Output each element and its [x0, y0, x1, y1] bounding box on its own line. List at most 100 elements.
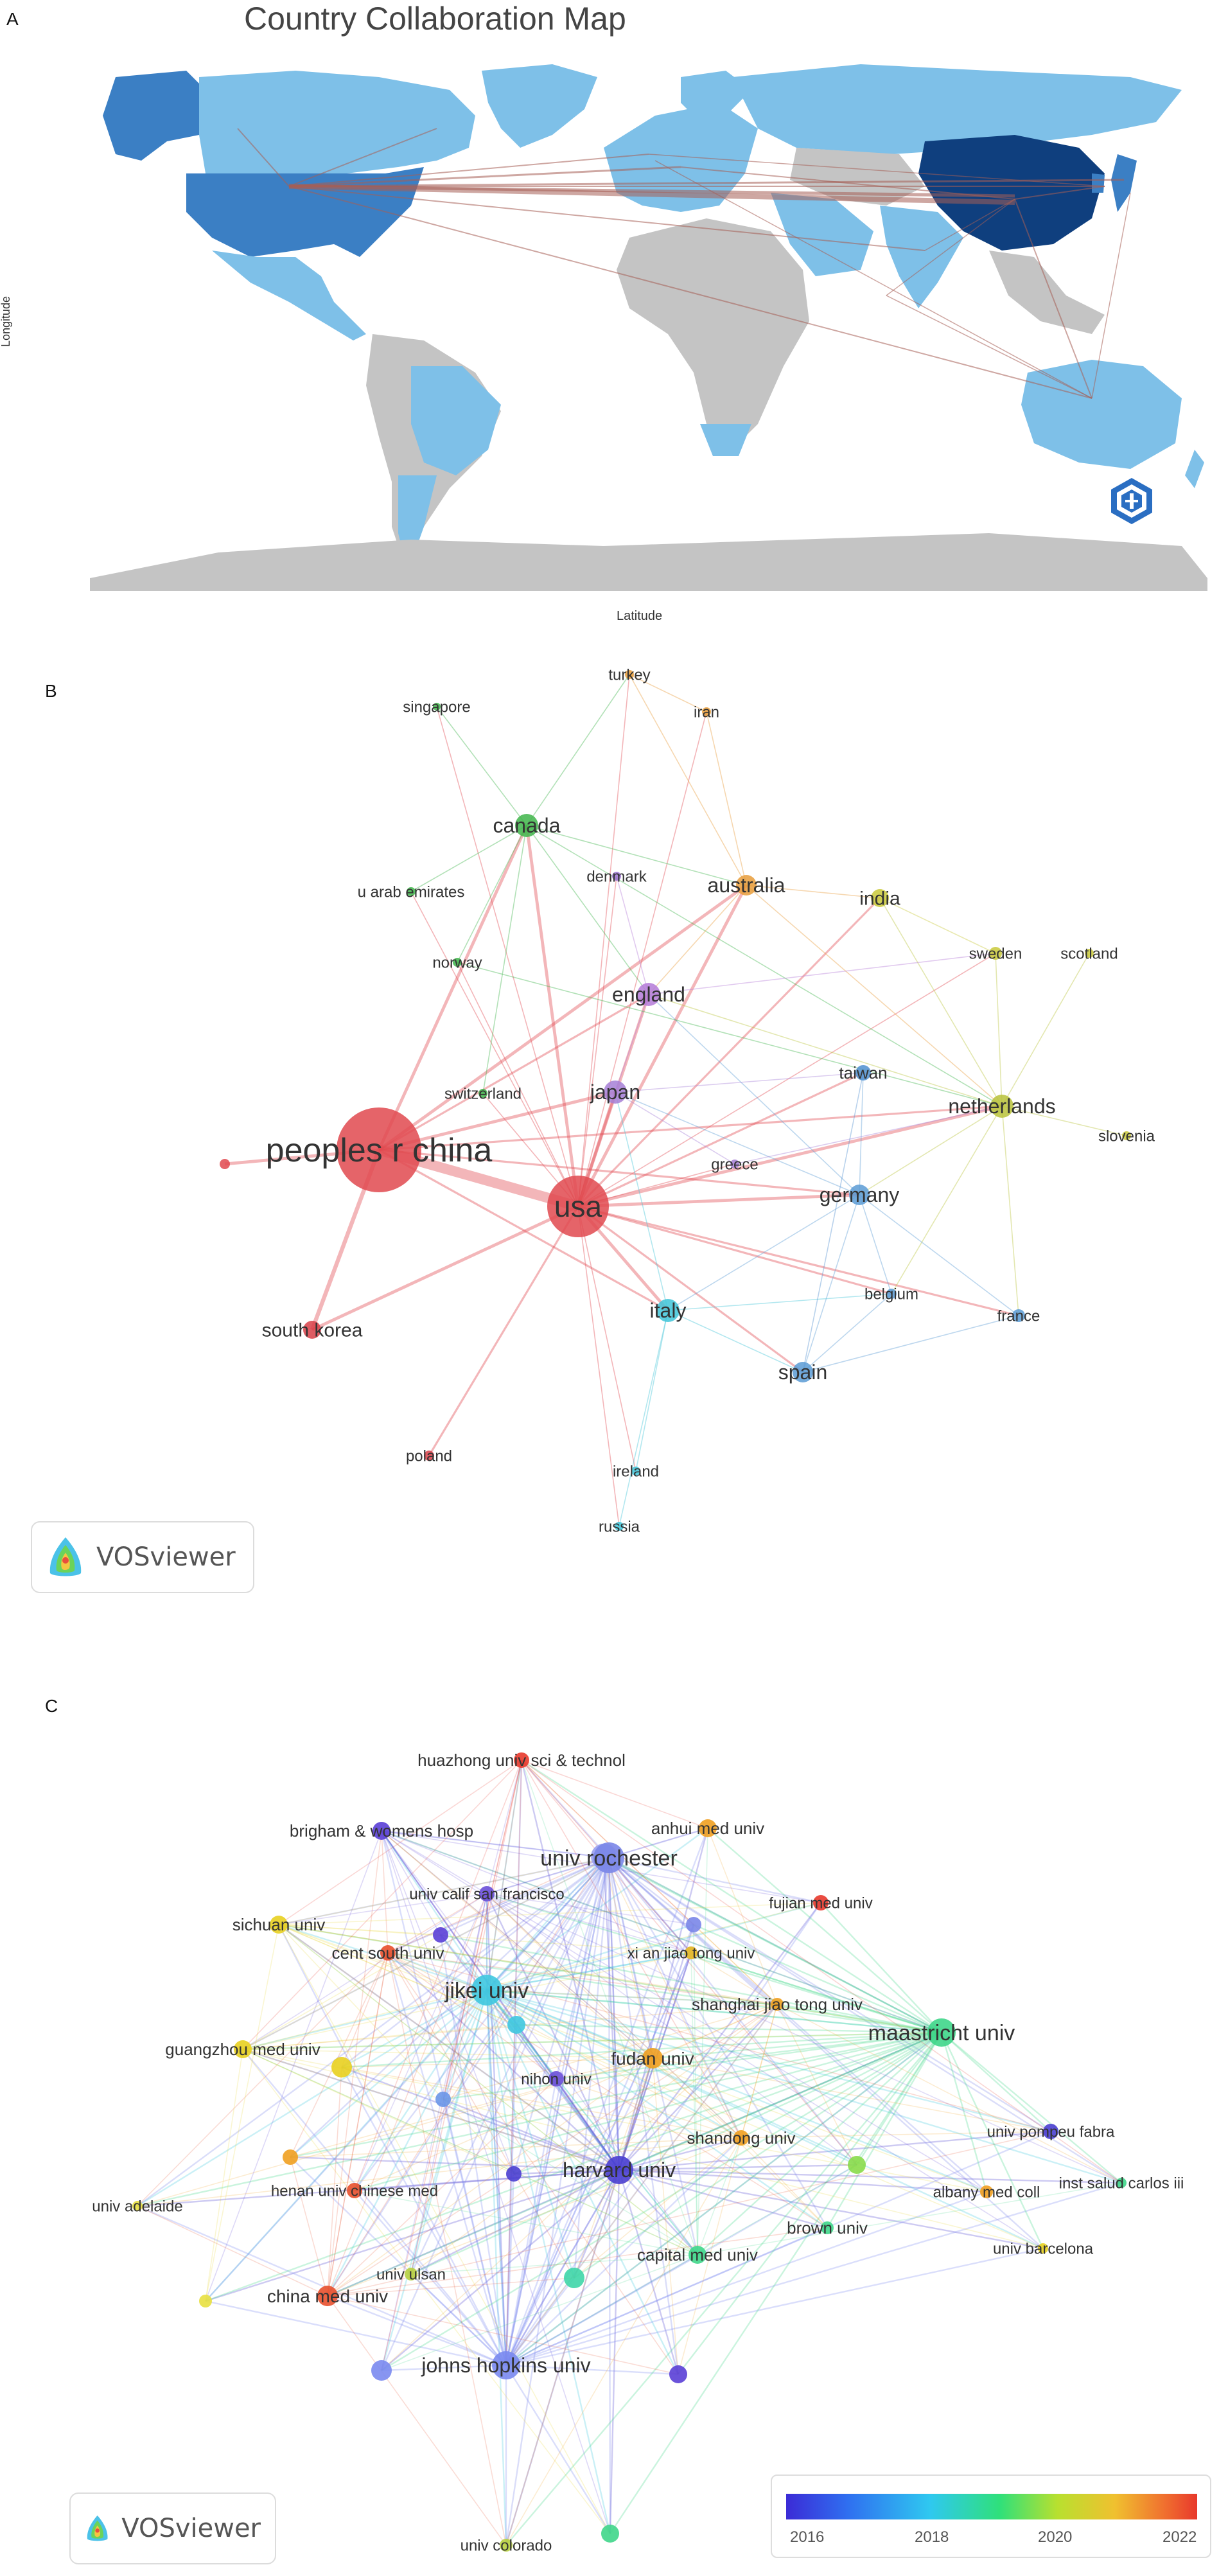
network-c-edge: [205, 1924, 279, 2302]
network-c-node-colorado[interactable]: [500, 2539, 513, 2552]
network-b-node-taiwan[interactable]: [855, 1065, 871, 1081]
network-c-node-unlabeled[interactable]: [283, 2149, 298, 2165]
network-c-edge: [486, 1857, 610, 1895]
network-c-node-chinamed[interactable]: [317, 2286, 338, 2306]
network-b-node-ireland[interactable]: [631, 1467, 640, 1476]
network-b-node-china[interactable]: [337, 1107, 421, 1192]
network-c-node-pompeu[interactable]: [1043, 2124, 1058, 2139]
network-c-node-unlabeled[interactable]: [564, 2268, 584, 2288]
network-c-node-anhui[interactable]: [699, 1819, 717, 1837]
network-c-edge: [609, 2032, 943, 2534]
network-c-node-fujian[interactable]: [813, 1895, 829, 1910]
network-c-edge: [693, 1923, 942, 2034]
network-b-label-iran: iran: [694, 703, 719, 721]
network-c-label-centsouth: cent south univ: [332, 1943, 444, 1963]
network-c-edge: [505, 2024, 518, 2366]
network-c-node-capital[interactable]: [689, 2246, 706, 2264]
network-c-node-johns[interactable]: [492, 2351, 520, 2379]
network-c-edge: [505, 2058, 654, 2366]
network-c-node-albany[interactable]: [980, 2185, 993, 2198]
network-c-edge: [505, 2227, 828, 2367]
network-b-node-south-korea[interactable]: [303, 1321, 321, 1339]
network-c-node-henan[interactable]: [347, 2183, 362, 2198]
network-c-node-brigham[interactable]: [373, 1822, 390, 1840]
network-c-node-unlabeled[interactable]: [199, 2295, 212, 2307]
network-b-edge: [667, 1310, 803, 1373]
network-b-node-unlabeled-b[interactable]: [220, 1159, 230, 1169]
network-c-node-barcelona[interactable]: [1038, 2243, 1048, 2254]
network-b-node-england[interactable]: [637, 983, 660, 1006]
network-c-edge: [486, 1989, 507, 2366]
network-c-node-unlabeled[interactable]: [686, 1917, 701, 1932]
network-b-node-italy[interactable]: [656, 1299, 680, 1322]
network-b-edge: [802, 1315, 1019, 1373]
network-c-node-unlabeled[interactable]: [433, 1927, 448, 1943]
network-c-node-centsouth[interactable]: [380, 1945, 396, 1961]
network-c-node-xian[interactable]: [685, 1946, 697, 1959]
network-c-node-unlabeled[interactable]: [331, 2057, 352, 2078]
network-b-node-belgium[interactable]: [886, 1289, 897, 1299]
network-b-node-spain[interactable]: [793, 1362, 813, 1382]
network-c-node-ulsan[interactable]: [405, 2268, 417, 2280]
network-c-node-unlabeled[interactable]: [506, 2166, 522, 2182]
network-c-edge: [278, 1902, 821, 1925]
network-b-node-uae[interactable]: [407, 887, 416, 896]
network-c-edge: [486, 1989, 778, 2005]
network-c-edge: [278, 1857, 610, 1925]
network-b-edge: [859, 1072, 864, 1195]
network-c-node-shandong[interactable]: [733, 2130, 749, 2146]
network-b-node-slovenia[interactable]: [1122, 1131, 1131, 1140]
network-b-node-scotland[interactable]: [1085, 949, 1094, 958]
network-c-node-unlabeled[interactable]: [507, 2016, 525, 2034]
network-b-label-germany: germany: [820, 1183, 900, 1206]
network-c-node-adelaide[interactable]: [132, 2201, 143, 2211]
network-c-label-shandong: shandong univ: [687, 2128, 795, 2148]
network-b-node-poland[interactable]: [424, 1451, 434, 1461]
network-b-node-netherlands[interactable]: [990, 1095, 1013, 1118]
network-c-node-unlabeled[interactable]: [435, 2092, 451, 2107]
network-b-node-canada[interactable]: [515, 814, 538, 837]
network-c-node-unlabeled[interactable]: [669, 2365, 687, 2383]
network-b-node-denmark[interactable]: [612, 872, 621, 881]
network-c-node-shanghai[interactable]: [771, 1998, 784, 2011]
network-b-node-norway[interactable]: [453, 958, 462, 967]
network-b-node-india[interactable]: [871, 889, 889, 907]
network-c-edge: [242, 2049, 698, 2255]
network-c-node-fudan[interactable]: [642, 2048, 663, 2069]
network-b-node-japan[interactable]: [604, 1081, 627, 1104]
network-c-node-carlos[interactable]: [1116, 2178, 1127, 2188]
network-c-node-unlabeled[interactable]: [601, 2525, 619, 2543]
network-b-node-russia[interactable]: [615, 1522, 624, 1531]
network-c-node-sichuan[interactable]: [270, 1916, 288, 1934]
network-c-node-unlabeled[interactable]: [848, 2156, 866, 2174]
network-b-node-iran[interactable]: [702, 707, 711, 716]
network-c-edge: [387, 1952, 942, 2034]
network-b-node-greece[interactable]: [730, 1160, 739, 1169]
network-b-node-france[interactable]: [1012, 1309, 1025, 1322]
network-b-node-usa[interactable]: [547, 1176, 609, 1237]
network-c-edge: [278, 1924, 698, 2255]
network-c-node-huazhong[interactable]: [514, 1752, 529, 1768]
network-c-node-harvard[interactable]: [605, 2156, 633, 2184]
network-b-node-singapore[interactable]: [433, 703, 441, 710]
network-c-node-ucsf[interactable]: [479, 1886, 495, 1901]
network-b-node-switzerland[interactable]: [478, 1089, 487, 1098]
network-c-node-guangzhou[interactable]: [234, 2040, 252, 2058]
network-c-edge: [381, 2031, 942, 2372]
network-c-node-nihon[interactable]: [548, 2071, 564, 2086]
network-b-node-sweden[interactable]: [989, 947, 1002, 960]
network-b-edge: [648, 994, 860, 1195]
network-b-node-turkey[interactable]: [625, 670, 634, 679]
network-c-node-maastricht[interactable]: [927, 2018, 956, 2047]
colorbar-tick: 2016: [790, 2528, 825, 2546]
network-c-edge: [521, 1760, 1122, 2183]
network-c-node-jikei[interactable]: [471, 1975, 502, 2006]
network-c-node-unlabeled[interactable]: [371, 2360, 392, 2381]
network-c-edge: [652, 2004, 778, 2059]
network-c-node-rochester[interactable]: [593, 1842, 624, 1873]
network-b-node-australia[interactable]: [736, 875, 757, 895]
network-b-node-germany[interactable]: [849, 1185, 870, 1205]
network-c-edge: [741, 2131, 1051, 2139]
network-c-node-brown[interactable]: [821, 2221, 834, 2234]
network-c-edge: [505, 1902, 821, 2366]
